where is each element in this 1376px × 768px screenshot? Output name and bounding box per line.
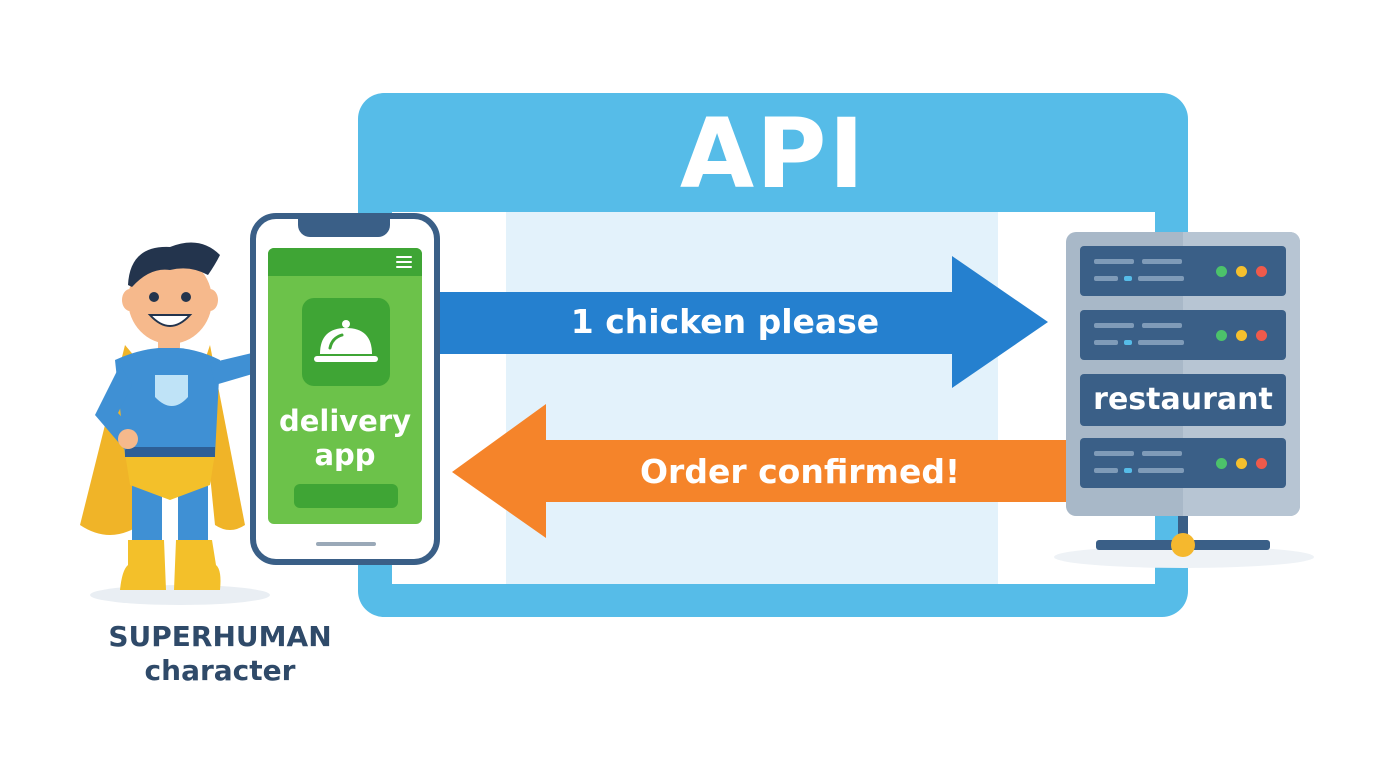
server-unit xyxy=(1080,438,1286,488)
server-unit xyxy=(1080,246,1286,296)
request-label: 1 chicken please xyxy=(570,302,880,341)
server-shadow xyxy=(1054,546,1314,568)
app-name-line1: delivery xyxy=(278,404,412,438)
character-label: SUPERHUMAN character xyxy=(80,620,360,688)
server-label: restaurant xyxy=(1093,382,1273,417)
server-unit xyxy=(1080,310,1286,360)
character-hand xyxy=(118,429,138,449)
status-light-yellow-icon xyxy=(1236,266,1247,277)
status-light-yellow-icon xyxy=(1236,458,1247,469)
food-cloche-icon xyxy=(314,320,378,362)
hamburger-menu-icon[interactable] xyxy=(396,256,412,270)
phone-screen xyxy=(268,248,422,524)
status-light-red-icon xyxy=(1256,330,1267,341)
character-label-line1: SUPERHUMAN xyxy=(108,620,332,653)
character-smile xyxy=(147,314,193,327)
status-light-red-icon xyxy=(1256,266,1267,277)
status-light-red-icon xyxy=(1256,458,1267,469)
app-name-line2: app xyxy=(314,438,376,472)
request-arrow-shape xyxy=(440,256,1048,388)
shield-emblem-icon xyxy=(155,375,188,406)
api-message-lane xyxy=(506,212,998,584)
status-light-green-icon xyxy=(1216,266,1227,277)
phone-notch xyxy=(298,219,390,237)
character-hair xyxy=(128,242,220,287)
superhero-character xyxy=(80,242,270,605)
character-belt xyxy=(125,447,215,457)
api-title: API xyxy=(679,98,867,210)
phone-home-indicator xyxy=(316,542,376,546)
status-light-green-icon xyxy=(1216,458,1227,469)
app-icon-tile[interactable] xyxy=(302,298,390,386)
character-right-boot xyxy=(174,540,221,590)
character-face xyxy=(128,256,212,344)
app-name: delivery app xyxy=(268,404,422,472)
server-connector-knob xyxy=(1171,533,1195,557)
character-hip-arm xyxy=(95,365,138,450)
character-right-eye xyxy=(181,292,191,302)
server-label-plate xyxy=(1080,374,1286,426)
status-light-green-icon xyxy=(1216,330,1227,341)
response-label: Order confirmed! xyxy=(640,452,960,491)
character-raised-arm xyxy=(210,353,256,385)
character-left-boot xyxy=(120,540,166,590)
character-left-eye xyxy=(149,292,159,302)
server-stand xyxy=(1178,516,1188,546)
status-light-yellow-icon xyxy=(1236,330,1247,341)
response-arrow-shape xyxy=(452,404,1066,538)
character-shorts xyxy=(125,453,215,500)
app-order-button[interactable] xyxy=(294,484,398,508)
character-label-line2: character xyxy=(144,654,296,687)
